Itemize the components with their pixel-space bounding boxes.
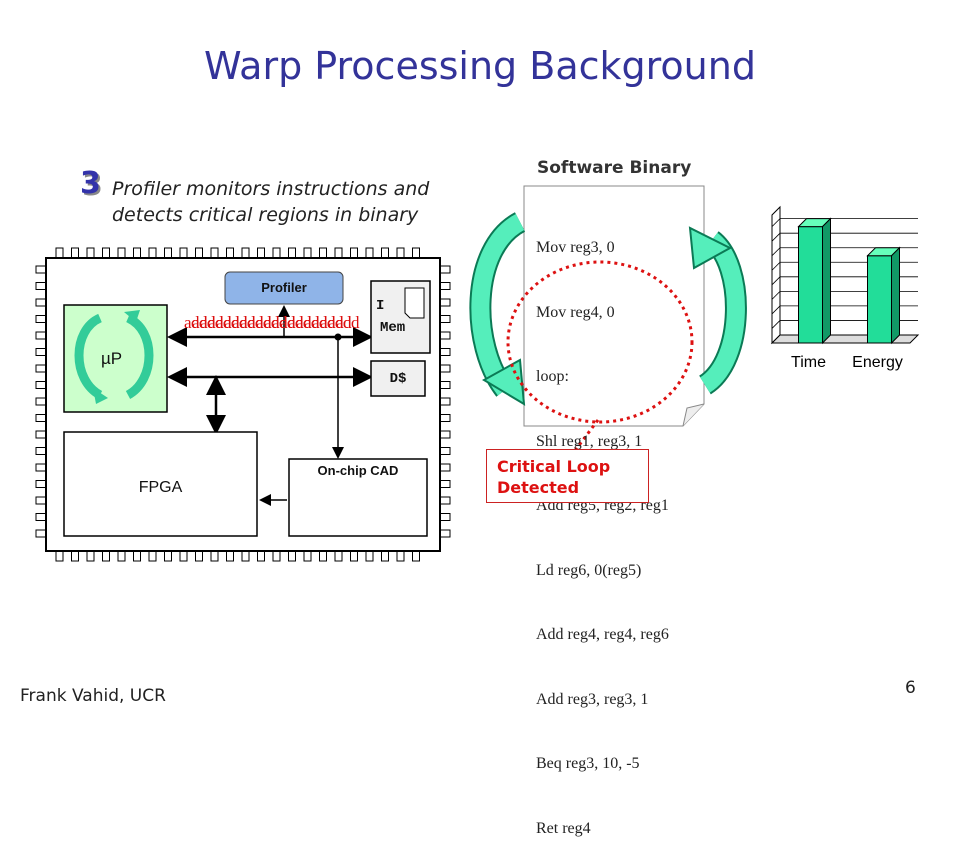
up-cycle-arrow-right	[125, 313, 154, 399]
code-line: Ld reg6, 0(reg5)	[536, 561, 642, 579]
dcache-block	[370, 360, 426, 397]
cad-label: On-chip CAD	[317, 463, 399, 478]
bar-energy	[867, 255, 892, 344]
critical-loop-highlight	[506, 260, 694, 424]
step-number: 3	[80, 166, 101, 201]
right-cycle-arrow-icon	[688, 226, 747, 395]
step-description: Profiler monitors instructions and detec…	[112, 176, 429, 228]
step-line-1: Profiler monitors instructions and	[112, 178, 430, 200]
up-label: µP	[101, 349, 123, 368]
fpga-block	[63, 431, 258, 537]
time-energy-chart: Time Energy	[770, 205, 920, 371]
code-line: loop:	[536, 368, 569, 385]
chart-gridline	[771, 276, 781, 286]
bar-time	[798, 226, 823, 344]
up-cycle-arrow-left	[74, 313, 103, 399]
step-line-2: detects critical regions in binary	[112, 204, 419, 226]
chart-gridline	[771, 218, 781, 227]
code-line: Mov reg4, 0	[536, 303, 615, 321]
chart-category-label: Energy	[852, 354, 903, 371]
software-binary-label: Software Binary	[537, 158, 692, 178]
chart-side-wall	[771, 205, 781, 345]
binary-graphics	[469, 185, 747, 453]
code-line: Add reg3, reg3, 1	[536, 690, 649, 708]
chart-bars	[797, 217, 901, 345]
dcache-label: D$	[389, 371, 407, 387]
code-line: Add reg4, reg4, reg6	[536, 626, 669, 643]
chart-labels: Time Energy	[791, 354, 903, 371]
code-line: Ret reg4	[536, 819, 591, 837]
chart-gridline	[771, 320, 781, 329]
critical-loop-callout: Critical Loop Detected	[486, 449, 649, 503]
profiler-label: Profiler	[261, 280, 307, 295]
code-line: Beq reg3, 10, -5	[536, 755, 640, 772]
chip-diagram	[35, 247, 451, 562]
profiler-block	[224, 271, 344, 305]
slide-title: Warp Processing Background	[204, 44, 756, 88]
chart-category-label: Time	[791, 354, 826, 371]
page-number: 6	[905, 678, 916, 698]
cad-block	[288, 458, 428, 537]
chart-gridline	[771, 247, 781, 257]
chart-gridline	[771, 305, 781, 315]
code-line: Shl reg1, reg3, 1	[536, 432, 643, 450]
chart-gridline	[771, 334, 781, 344]
bar-side-energy	[891, 246, 900, 345]
chart-gridline	[771, 261, 781, 271]
footer-author: Frank Vahid, UCR	[20, 686, 166, 706]
chart-gridline	[771, 291, 781, 300]
imem-label-line-2: Mem	[380, 320, 406, 336]
callout-line-1: Critical Loop	[497, 457, 611, 476]
fpga-label: FPGA	[138, 479, 183, 496]
imem-label-line-1: I	[376, 298, 385, 314]
binary-code-listing: Mov reg3, 0 Mov reg4, 0 loop: Shl reg1, …	[536, 194, 669, 861]
chart-gridline	[771, 232, 781, 242]
bar-side-time	[822, 217, 831, 345]
code-line: Mov reg3, 0	[536, 239, 615, 256]
callout-line-2: Detected	[497, 478, 580, 497]
